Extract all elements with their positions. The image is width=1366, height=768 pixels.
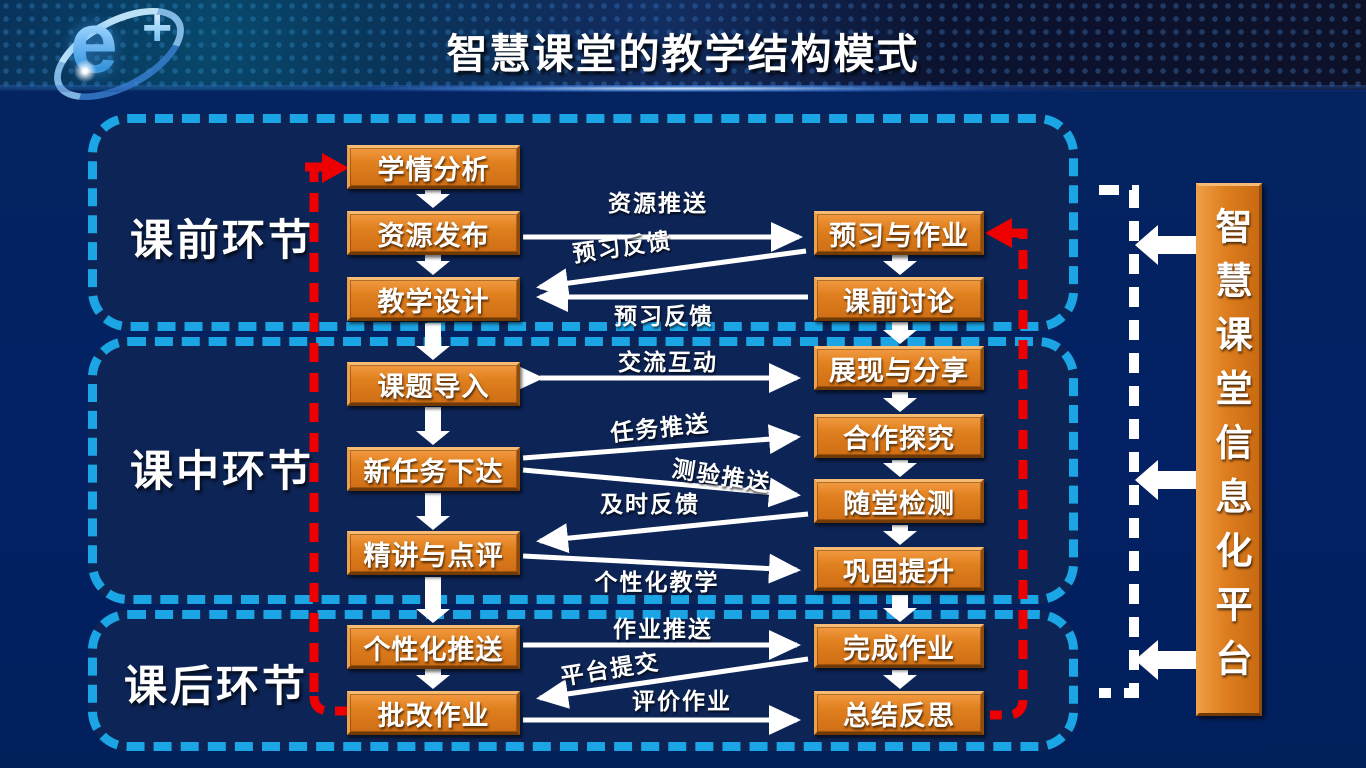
step-personalized-push: 个性化推送 — [347, 625, 520, 669]
loop-arrow-left — [305, 153, 349, 716]
arrow-quiz-push — [522, 467, 801, 508]
section-label-post-class: 课后环节 — [124, 663, 308, 711]
step-new-task-assign: 新任务下达 — [347, 447, 520, 491]
step-pre-class-discussion: 课前讨论 — [814, 277, 984, 321]
step-topic-introduction: 课题导入 — [347, 362, 520, 406]
step-learning-analysis: 学情分析 — [347, 145, 520, 189]
flow-label-timely-feedback: 及时反馈 — [600, 492, 700, 517]
step-teaching-design: 教学设计 — [347, 277, 520, 321]
arrow-task-push — [522, 424, 801, 461]
step-cooperative-inquiry: 合作探究 — [814, 414, 984, 458]
header-bar: e + 智慧课堂的教学结构模式 — [0, 0, 1366, 120]
step-homework-correction: 批改作业 — [347, 691, 520, 735]
step-consolidation-improve: 巩固提升 — [814, 547, 984, 591]
section-label-pre-class: 课前环节 — [130, 217, 314, 265]
loop-arrow-right — [985, 218, 1028, 720]
platform-bracket — [1099, 185, 1139, 698]
step-lecture-and-comment: 精讲与点评 — [347, 531, 520, 575]
section-label-in-class: 课中环节 — [130, 448, 314, 496]
flow-label-resource-push: 资源推送 — [608, 191, 708, 216]
down-arrows-right — [883, 255, 917, 689]
page-title: 智慧课堂的教学结构模式 — [446, 31, 920, 77]
logo-glint-icon — [72, 58, 98, 84]
platform-arrows — [1135, 225, 1196, 680]
platform-box: 智慧课堂信息化平台 — [1196, 183, 1262, 716]
flow-label-evaluate-homework: 评价作业 — [632, 689, 732, 714]
step-presentation-sharing: 展现与分享 — [814, 346, 984, 390]
step-in-class-test: 随堂检测 — [814, 479, 984, 523]
flow-label-personalized-teaching: 个性化教学 — [594, 570, 720, 595]
step-complete-homework: 完成作业 — [814, 624, 984, 668]
step-summary-reflection: 总结反思 — [814, 691, 984, 735]
arrow-timely-feedback — [536, 511, 809, 554]
arrow-preview-feedback-1 — [536, 248, 807, 299]
e-plus-logo: e + — [39, 0, 199, 120]
logo-plus-icon: + — [142, 0, 173, 57]
arrow-personalized-teaching — [522, 553, 801, 584]
header-glow-divider — [0, 85, 1366, 92]
step-resource-publish: 资源发布 — [347, 211, 520, 255]
down-arrows-left — [416, 190, 450, 689]
flow-label-preview-feedback-2: 预习反馈 — [614, 304, 714, 329]
platform-label: 智慧课堂信息化平台 — [1209, 206, 1250, 693]
flow-label-homework-push: 作业推送 — [613, 617, 713, 642]
step-preview-homework: 预习与作业 — [814, 211, 984, 255]
arrow-platform-submit — [536, 656, 809, 709]
flow-label-interaction: 交流互动 — [618, 350, 718, 375]
